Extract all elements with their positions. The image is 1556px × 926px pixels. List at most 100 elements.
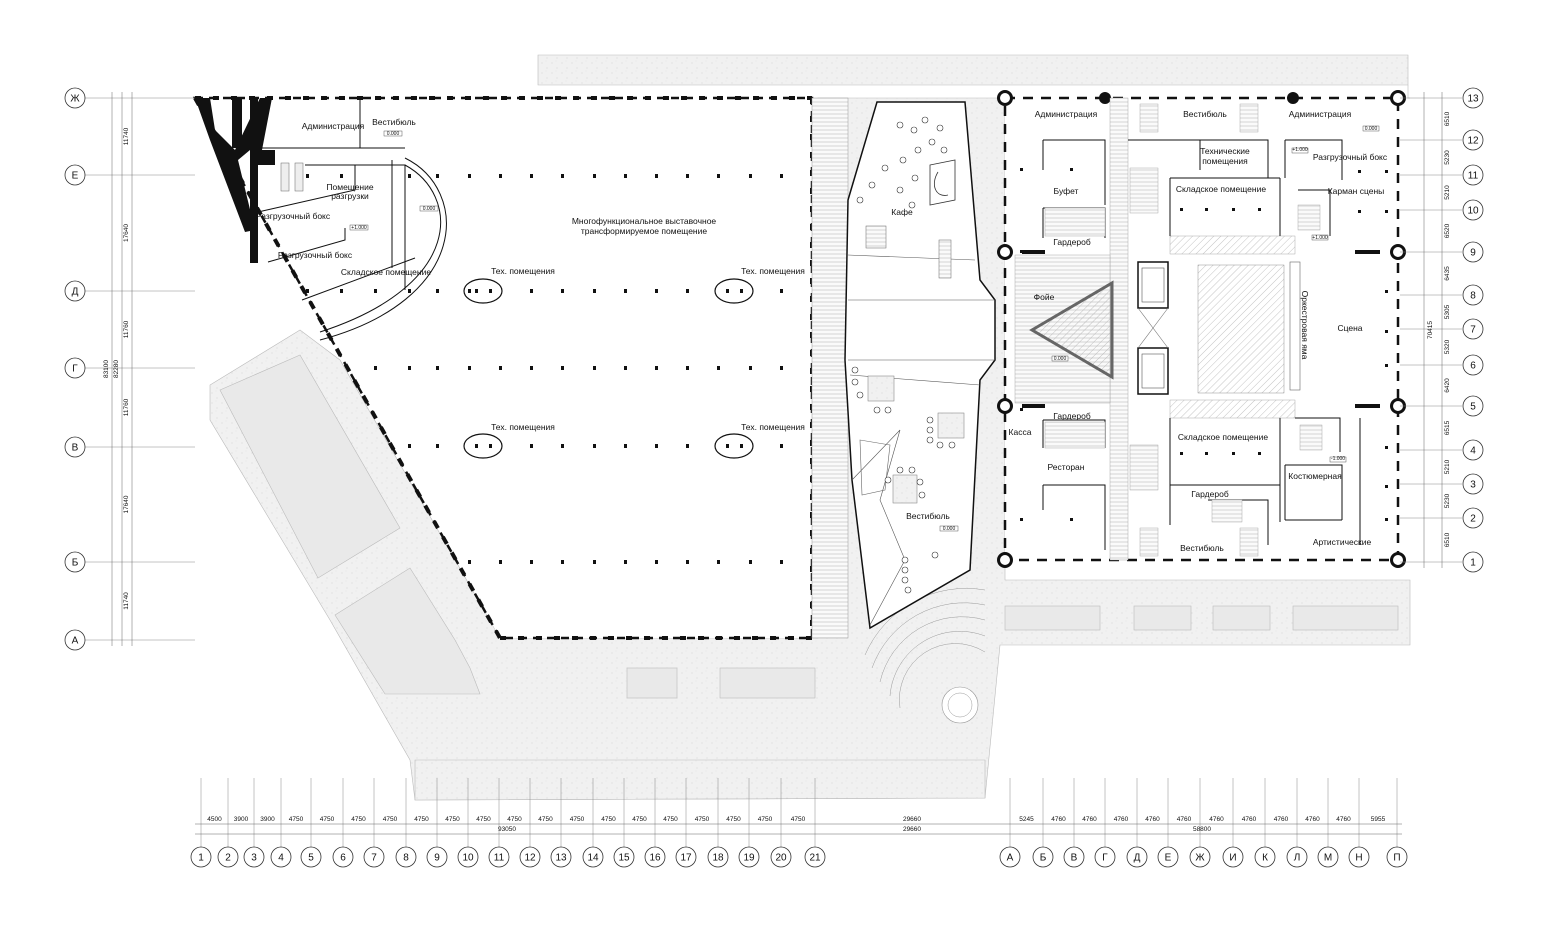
bottom-axis-a-20-label: 21: [809, 853, 821, 864]
bottom-dim-a: 4750: [414, 816, 429, 823]
bottom-axis-a-19-label: 20: [775, 853, 787, 864]
label-cafe: Кафе: [891, 207, 913, 217]
bottom-axis-a-15-circle: [644, 846, 666, 868]
bottom-dim-a: 4750: [445, 816, 460, 823]
bottom-axis-b-5-circle: [1157, 846, 1179, 868]
bottom-axis-a-16-circle: [675, 846, 697, 868]
bottom-axis-b-10-circle: [1317, 846, 1339, 868]
level-stage-pocket: +1.000: [1312, 235, 1328, 241]
left-axis-0-label: Ж: [70, 94, 80, 105]
bottom-axis-a-19-circle: [770, 846, 792, 868]
bottom-axis-a-12-circle: [550, 846, 572, 868]
right-axis-12-circle: [1462, 551, 1484, 573]
right-dim: 6435: [1444, 266, 1451, 281]
label-tech-premises-1: Технические: [1200, 146, 1250, 156]
label-orchestra-pit: Оркестровая яма: [1300, 291, 1310, 360]
bottom-axis-a-7-label: 8: [403, 853, 409, 864]
right-total: 70415: [1427, 321, 1434, 339]
left-total-2: 82280: [113, 360, 120, 378]
bottom-dim-a: 4500: [207, 816, 222, 823]
right-dim: 5230: [1444, 150, 1451, 165]
bottom-axis-a-0-circle: [190, 846, 212, 868]
bottom-dim-a: 3900: [234, 816, 249, 823]
label-stage: Сцена: [1337, 323, 1362, 333]
right-dim: 6520: [1444, 223, 1451, 238]
label-storage-bottom: Складское помещение: [1178, 432, 1268, 442]
bottom-axis-b-10-label: М: [1324, 853, 1332, 864]
bottom-axis-a-1-label: 2: [225, 853, 231, 864]
bottom-axis-b-3-label: Г: [1102, 853, 1108, 864]
bottom-axis-b-6-label: Ж: [1195, 853, 1205, 864]
label-exhibition-hall-1: Многофункциональное выставочное: [572, 216, 717, 226]
right-axis-12-label: 1: [1470, 558, 1476, 569]
bottom-mid: 29660: [903, 816, 921, 823]
right-axis-10-circle: [1462, 473, 1484, 495]
bottom-dim-b: 4760: [1209, 816, 1224, 823]
grid-axes: ЖЕДГВБА117401764011760117601764011740831…: [64, 87, 1484, 868]
bottom-axis-b-7-circle: [1222, 846, 1244, 868]
bottom-axis-b-6-circle: [1189, 846, 1211, 868]
bottom-axis-b-11-label: Н: [1355, 853, 1362, 864]
bottom-axis-b-5-label: Е: [1165, 853, 1172, 864]
bottom-dim-a: 4750: [632, 816, 647, 823]
bottom-dim-b: 5245: [1019, 816, 1034, 823]
bottom-dim-a: 4750: [538, 816, 553, 823]
bottom-dim-a: 4750: [601, 816, 616, 823]
bottom-axis-a-5-circle: [332, 846, 354, 868]
level-costume-room: -1.000: [1331, 456, 1345, 462]
left-axis-6-label: А: [72, 636, 79, 647]
level-exhibition: 0.000: [423, 206, 436, 212]
left-axis-5-label: Б: [72, 558, 79, 569]
right-dim: 5210: [1444, 185, 1451, 200]
right-axis-3-label: 10: [1467, 206, 1479, 217]
bottom-axis-a-10-circle: [488, 846, 510, 868]
bottom-axis-a-3-label: 4: [278, 853, 284, 864]
left-axis-3-circle: [64, 357, 86, 379]
bottom-axis-a-4-circle: [300, 846, 322, 868]
bottom-dim-b: 4760: [1336, 816, 1351, 823]
bottom-axis-a-13-label: 14: [587, 853, 599, 864]
right-dim: 5230: [1444, 493, 1451, 508]
bottom-dim-a: 4750: [695, 816, 710, 823]
bottom-axis-a-2-label: 3: [251, 853, 257, 864]
left-dim: 11740: [123, 592, 130, 610]
bottom-axis-a-20-circle: [804, 846, 826, 868]
left-axis-2-circle: [64, 280, 86, 302]
right-axis-11-circle: [1462, 507, 1484, 529]
label-vestibule-link: Вестибюль: [906, 511, 950, 521]
label-foyer: Фойе: [1034, 292, 1055, 302]
right-axis-4-label: 9: [1470, 248, 1476, 259]
bottom-dim-b: 4760: [1274, 816, 1289, 823]
bottom-axis-a-18-label: 19: [743, 853, 755, 864]
bottom-axis-a-1-circle: [217, 846, 239, 868]
bottom-axis-b-0-circle: [999, 846, 1021, 868]
bottom-axis-a-8-label: 9: [434, 853, 440, 864]
right-dim: 6510: [1444, 111, 1451, 126]
bottom-dim-b: 4760: [1177, 816, 1192, 823]
label-tech-premises-2: помещения: [1202, 156, 1248, 166]
label-unloading-box-1: Разгрузочный бокс: [256, 211, 331, 221]
left-axis-3-label: Г: [72, 364, 78, 375]
left-axis-1-label: Е: [72, 171, 79, 182]
bottom-total-1: 93050: [498, 826, 516, 833]
label-buffet: Буфет: [1054, 186, 1079, 196]
right-axis-3-circle: [1462, 199, 1484, 221]
bottom-axis-b-8-label: К: [1262, 853, 1268, 864]
bottom-dim-a: 4750: [570, 816, 585, 823]
right-axis-4-circle: [1462, 241, 1484, 263]
bottom-axis-b-1-label: Б: [1040, 853, 1047, 864]
bottom-axis-a-4-label: 5: [308, 853, 314, 864]
bottom-axis-a-9-label: 10: [462, 853, 474, 864]
bottom-axis-a-17-label: 18: [712, 853, 724, 864]
right-axis-9-label: 4: [1470, 446, 1476, 457]
left-dim: 11760: [123, 320, 130, 338]
bottom-dim-a: 4750: [663, 816, 678, 823]
level-administration-far: 0.000: [1365, 126, 1378, 132]
bottom-dim-a: 4750: [289, 816, 304, 823]
bottom-axis-a-15-label: 16: [649, 853, 661, 864]
left-axis-6-circle: [64, 629, 86, 651]
right-axis-5-label: 8: [1470, 291, 1476, 302]
left-dim: 11740: [123, 127, 130, 145]
bottom-axis-b-0-label: А: [1007, 853, 1014, 864]
